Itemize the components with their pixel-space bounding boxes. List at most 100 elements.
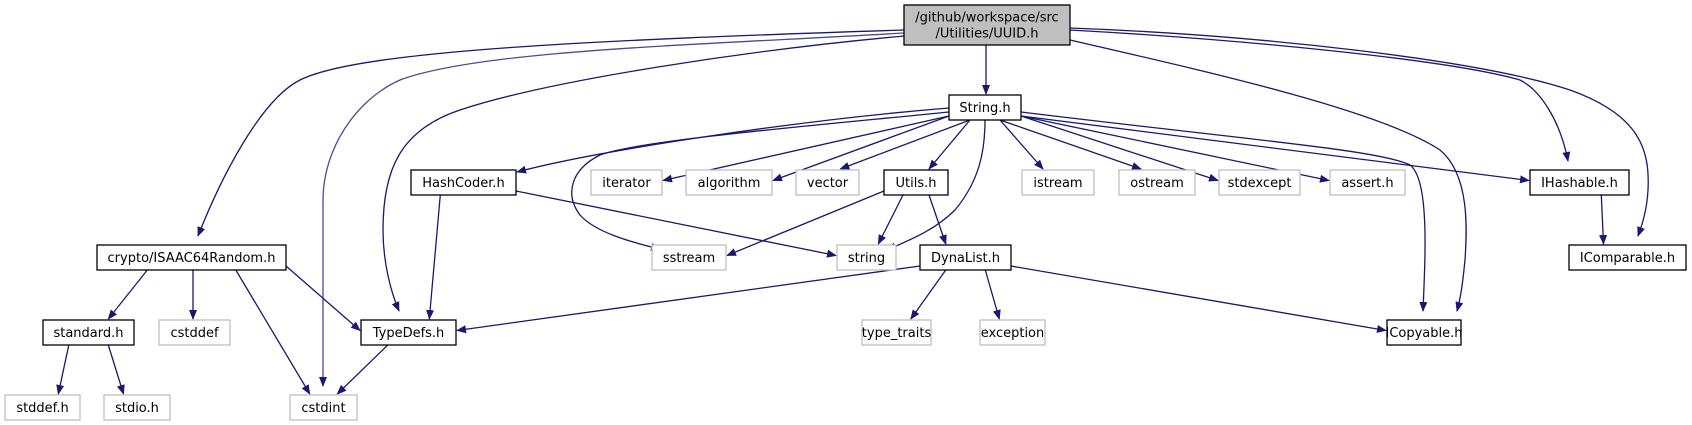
node-box [158, 319, 231, 346]
edge-string_h-to-ihashable [1020, 115, 1530, 184]
node-algorithm: algorithm [685, 169, 773, 196]
edge-uuid-to-ihashable [1069, 29, 1571, 162]
node-string: string [836, 244, 897, 271]
node-uuid[interactable]: /github/workspace/src/Utilities/UUID.h [903, 4, 1071, 46]
edge-string_h-to-vector [839, 119, 971, 170]
node-label: Utils.h [896, 176, 937, 191]
node-cstddef: cstddef [158, 319, 231, 346]
node-box [103, 394, 171, 421]
node-stdio: stdio.h [103, 394, 171, 421]
node-box [795, 169, 860, 196]
edge-string_h-to-istream [999, 119, 1044, 170]
edge-standard-to-stdio [107, 344, 125, 395]
node-label: HashCoder.h [422, 176, 505, 191]
node-box [1021, 169, 1095, 196]
node-box [4, 394, 81, 421]
edge-string_h-to-utils [928, 119, 971, 170]
node-label: type_traits [862, 326, 932, 341]
node-box [410, 169, 517, 196]
node-istream: istream [1021, 169, 1095, 196]
node-box [96, 244, 287, 271]
node-box [1218, 169, 1301, 196]
node-label: standard.h [53, 326, 123, 341]
node-icopyable[interactable]: ICopyable.h [1385, 319, 1463, 346]
node-typedefs[interactable]: TypeDefs.h [360, 319, 457, 346]
edge-string_h-to-sstream [571, 111, 950, 251]
node-ihashable[interactable]: IHashable.h [1529, 169, 1630, 196]
edge-dynalist-to-exception [984, 269, 1001, 320]
node-stddef: stddef.h [4, 394, 81, 421]
node-standard[interactable]: standard.h [42, 319, 135, 346]
node-label: cstddef [170, 326, 219, 341]
node-box [903, 4, 1071, 46]
node-ostream: ostream [1118, 169, 1196, 196]
node-box [360, 319, 457, 346]
node-type_traits: type_traits [861, 319, 932, 346]
node-label: IHashable.h [1541, 176, 1618, 191]
edge-string_h-to-string [886, 119, 986, 251]
edges-layer [56, 27, 1649, 395]
node-box [289, 394, 358, 421]
edge-standard-to-stddef [56, 344, 70, 395]
edge-uuid-to-isaac [197, 29, 905, 237]
nodes-layer: /github/workspace/src/Utilities/UUID.hSt… [4, 4, 1687, 421]
edge-utils-to-string [877, 194, 904, 245]
edge-dynalist-to-type_traits [910, 269, 947, 320]
node-label: assert.h [1341, 176, 1393, 191]
node-box [919, 244, 1012, 271]
node-dynalist[interactable]: DynaList.h [919, 244, 1012, 271]
node-sstream: sstream [651, 244, 727, 271]
node-label: ICopyable.h [1385, 326, 1462, 341]
node-hashcoder[interactable]: HashCoder.h [410, 169, 517, 196]
node-label: /Utilities/UUID.h [936, 27, 1039, 42]
node-box [1568, 244, 1687, 271]
node-box [1529, 169, 1630, 196]
node-assert: assert.h [1329, 169, 1406, 196]
node-box [948, 94, 1022, 121]
node-box [42, 319, 135, 346]
edge-utils-to-dynalist [928, 194, 947, 245]
edge-utils-to-sstream [726, 190, 885, 257]
node-isaac[interactable]: crypto/ISAAC64Random.h [96, 244, 287, 271]
node-box [1386, 319, 1462, 346]
edge-isaac-to-cstdint [235, 269, 311, 395]
edge-hashcoder-to-typedefs [426, 194, 441, 320]
node-label: String.h [959, 101, 1010, 116]
node-label: TypeDefs.h [372, 326, 445, 341]
node-box [685, 169, 773, 196]
node-label: DynaList.h [931, 251, 1000, 266]
node-box [1329, 169, 1406, 196]
edge-isaac-to-typedefs [285, 265, 361, 332]
edge-hashcoder-to-string [515, 190, 837, 258]
node-label: stdexcept [1228, 176, 1292, 191]
edge-uuid-to-cstdint [319, 32, 905, 387]
node-box [1118, 169, 1196, 196]
edge-isaac-to-standard [107, 269, 148, 320]
node-box [979, 319, 1046, 346]
node-label: istream [1033, 176, 1082, 191]
node-label: sstream [663, 251, 715, 266]
node-label: ostream [1130, 176, 1184, 191]
node-box [883, 169, 949, 196]
node-iterator: iterator [590, 169, 663, 196]
edge-uuid-to-icopyable [1069, 39, 1467, 312]
node-box [836, 244, 897, 271]
node-string_h[interactable]: String.h [948, 94, 1022, 121]
node-exception: exception [979, 319, 1046, 346]
node-label: algorithm [698, 176, 761, 191]
edge-typedefs-to-cstdint [336, 344, 389, 395]
edge-string_h-to-ostream [999, 119, 1142, 170]
node-label: /github/workspace/src [915, 11, 1058, 26]
node-utils[interactable]: Utils.h [883, 169, 949, 196]
edge-uuid-to-typedefs [382, 35, 905, 312]
edge-dynalist-to-typedefs [456, 265, 921, 334]
node-label: IComparable.h [1580, 251, 1675, 266]
node-icomparable[interactable]: IComparable.h [1568, 244, 1687, 271]
node-label: crypto/ISAAC64Random.h [108, 251, 276, 266]
node-box [651, 244, 727, 271]
node-cstdint: cstdint [289, 394, 358, 421]
node-label: stddef.h [16, 401, 68, 416]
edge-ihashable-to-icomparable [1599, 194, 1608, 245]
node-label: stdio.h [115, 401, 159, 416]
